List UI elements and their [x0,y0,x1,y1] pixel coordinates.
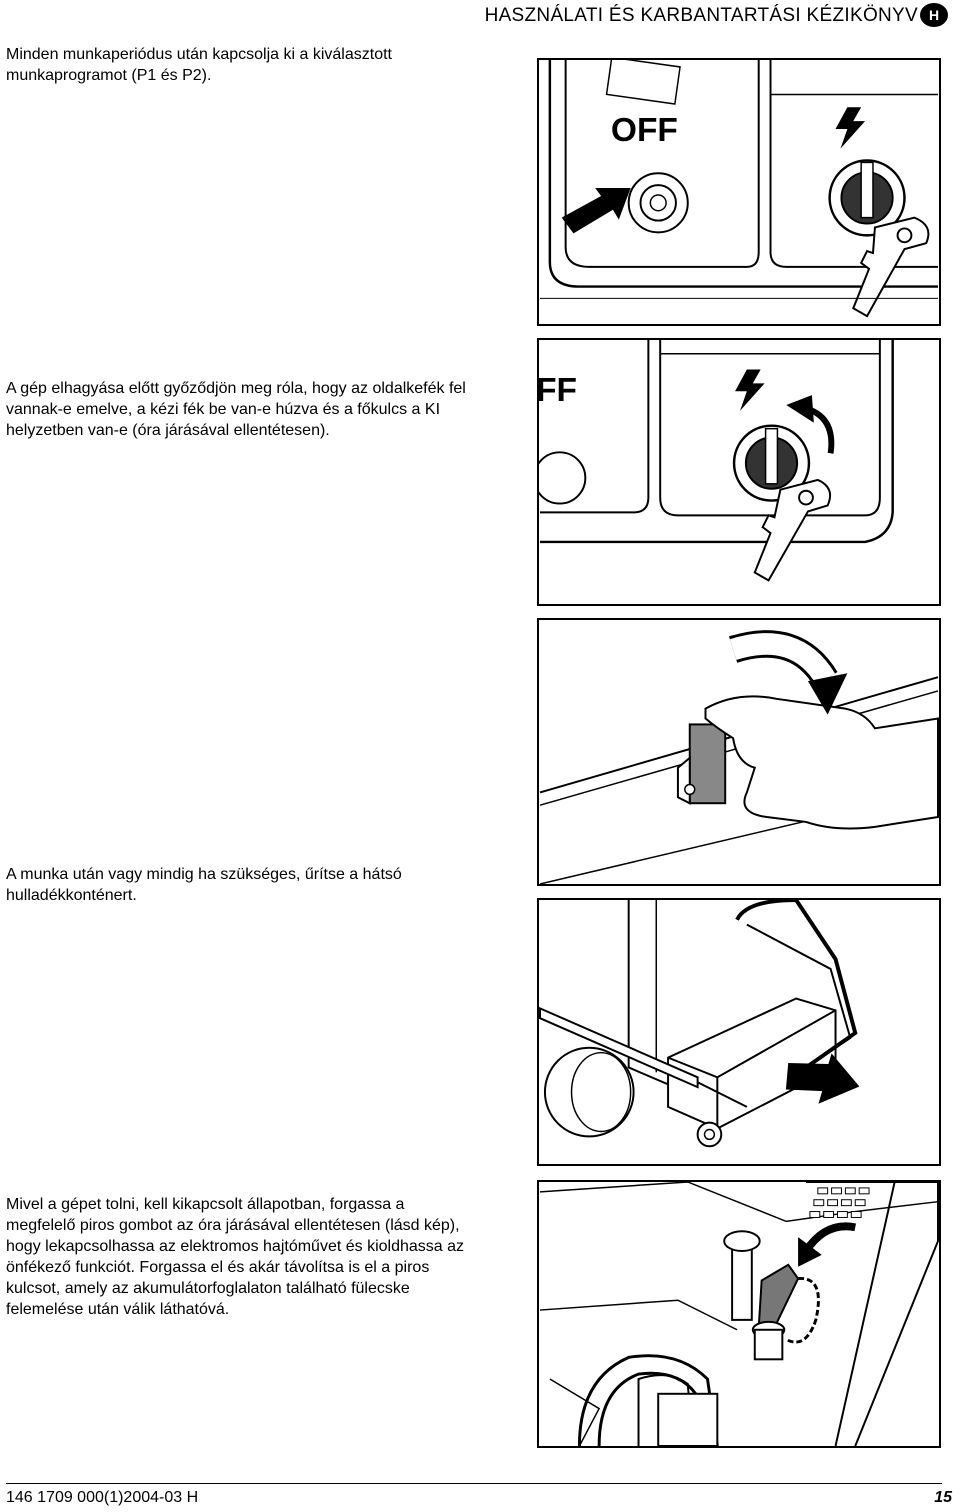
paragraph-push-machine: Mivel a gépet tolni, kell kikapcsolt áll… [6,1196,465,1318]
figure-rear-container [537,898,941,1166]
document-code: 146 1709 000(1)2004-03 H [6,1489,199,1506]
page-number: 15 [934,1489,952,1506]
red-key-illustration [539,1182,939,1446]
paragraph-leave-machine: A gép elhagyása előtt győződjön meg róla… [6,380,466,439]
paragraph-program-off: Minden munkaperiódus után kapcsolja ki a… [6,46,392,84]
figure-red-key [537,1180,941,1448]
off-panel-illustration: OFF [540,60,938,318]
paragraph-empty-container: A munka után vagy mindig ha szükséges, ű… [6,866,402,904]
container-illustration [539,900,860,1148]
off-label: OFF [611,112,678,149]
key-turn-illustration: FF [539,340,894,582]
figure-key-off-position: FF [537,338,941,606]
figure-container-handle [537,618,941,886]
language-badge: H [920,3,948,27]
ff-label: FF [539,372,577,409]
manual-title: HASZNÁLATI ÉS KARBANTARTÁSI KÉZIKÖNYV [484,5,918,26]
figure-off-button-key: OFF [537,58,941,326]
footer-divider [6,1483,942,1484]
handle-illustration [539,630,939,884]
